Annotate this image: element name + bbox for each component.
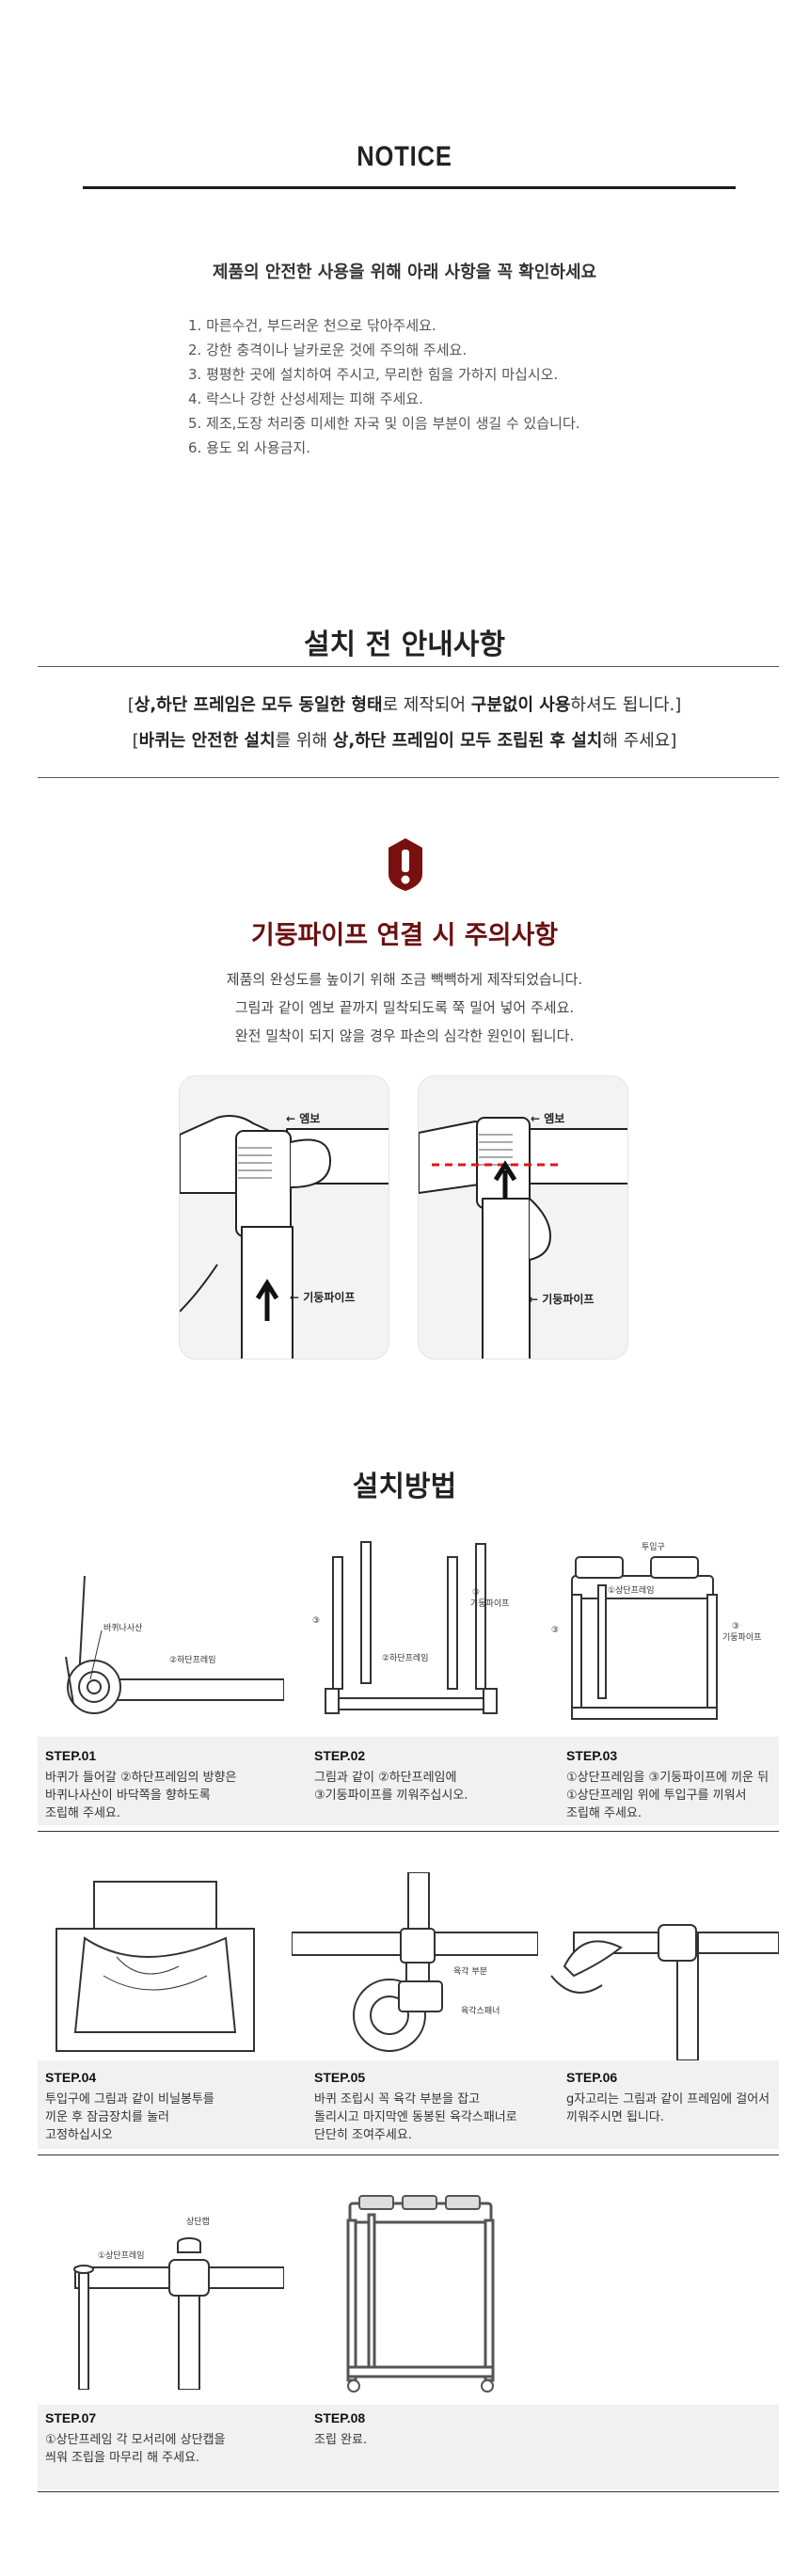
step-label: STEP.07	[45, 2410, 97, 2425]
notice-item: 1. 마른수건, 부드러운 천으로 닦아주세요.	[188, 317, 436, 334]
step-03-illustration: 투입구 ①상단프레임 ③ ③ 기둥파이프	[538, 1538, 779, 1736]
notice-item: 3. 평평한 곳에 설치하여 주시고, 무리한 힘을 가하지 마십시오.	[188, 366, 559, 383]
caution-line: 완전 밀착이 되지 않을 경우 파손의 심각한 원인이 됩니다.	[234, 1027, 575, 1044]
step-08-illustration	[335, 2192, 506, 2399]
caution-line: 그림과 같이 엠보 끝까지 밀착되도록 쭉 밀어 넣어 주세요.	[234, 999, 575, 1016]
step-label: STEP.02	[314, 1748, 366, 1763]
step-label: STEP.05	[314, 2070, 366, 2085]
svg-text:투입구: 투입구	[642, 1541, 665, 1552]
step-label: STEP.06	[566, 2070, 618, 2085]
step-row-3-rule	[38, 2491, 779, 2492]
embo-label-1: ← 엠보	[286, 1112, 321, 1125]
pipe-connection-photo-after	[418, 1075, 628, 1360]
step-row-3-bg	[38, 2405, 779, 2489]
step-04-illustration	[38, 1872, 284, 2060]
notice-title: NOTICE	[357, 141, 452, 172]
svg-text:③: ③	[472, 1588, 480, 1598]
step-06-illustration	[546, 1872, 779, 2060]
notice-list: 1. 마른수건, 부드러운 천으로 닦아주세요. 2. 강한 충격이나 날카로운…	[188, 313, 715, 460]
install-notice-bottom-rule	[38, 777, 779, 778]
embo-label-2: ← 엠보	[531, 1112, 565, 1125]
step-01-illustration: 바퀴나사산 ②하단프레임	[38, 1538, 284, 1736]
step-label: STEP.08	[314, 2410, 366, 2425]
svg-text:②하단프레임: ②하단프레임	[382, 1652, 428, 1663]
notice-item: 2. 강한 충격이나 날카로운 것에 주의해 주세요.	[188, 342, 468, 358]
step-05-illustration: 육각 부분 육각스패너	[292, 1872, 538, 2060]
notice-divider	[83, 186, 736, 189]
step-07-illustration: ①상단프레임 상단캡	[38, 2211, 284, 2390]
notice-item: 6. 용도 외 사용금지.	[188, 439, 310, 456]
install-notice-line-1: [상,하단 프레임은 모두 동일한 형태로 제작되어 구분없이 사용하셔도 됩니…	[127, 695, 682, 715]
svg-text:육각 부분: 육각 부분	[453, 1965, 487, 1977]
caution-line: 제품의 완성도를 높이기 위해 조금 빽빽하게 제작되었습니다.	[226, 971, 583, 988]
install-notice-top-rule	[38, 666, 779, 667]
svg-text:기둥파이프: 기둥파이프	[470, 1598, 509, 1609]
step-row-1-bg	[38, 1737, 779, 1825]
step-02-illustration: ③ ③ 기둥파이프 ②하단프레임	[292, 1538, 538, 1736]
svg-text:바퀴나사산: 바퀴나사산	[103, 1623, 142, 1633]
step-label: STEP.03	[566, 1748, 618, 1763]
caution-title: 기둥파이프 연결 시 주의사항	[250, 921, 559, 950]
notice-item: 4. 락스나 강한 산성세제는 피해 주세요.	[188, 390, 423, 407]
svg-text:③: ③	[551, 1626, 559, 1635]
svg-text:①상단프레임: ①상단프레임	[98, 2250, 144, 2261]
step-label: STEP.04	[45, 2070, 97, 2085]
step-row-2-bg	[38, 2060, 779, 2149]
svg-text:기둥파이프: 기둥파이프	[722, 1632, 761, 1643]
step-row-1-rule	[38, 1831, 779, 1832]
install-notice-title: 설치 전 안내사항	[303, 628, 506, 661]
svg-text:③: ③	[312, 1616, 320, 1626]
exclamation-badge-icon	[385, 836, 426, 893]
step-08: STEP.08 조립 완료.	[314, 2410, 549, 2449]
pipe-label-1: ← 기둥파이프	[290, 1291, 356, 1304]
svg-text:②하단프레임: ②하단프레임	[169, 1654, 215, 1665]
install-notice-line-2: [바퀴는 안전한 설치를 위해 상,하단 프레임이 모두 조립된 후 설치해 주…	[132, 731, 677, 751]
step-description: 조립 완료.	[314, 2433, 368, 2447]
svg-text:상단캡: 상단캡	[186, 2216, 210, 2227]
pipe-connection-photo-before	[179, 1075, 389, 1360]
step-label: STEP.01	[45, 1748, 97, 1763]
pipe-label-2: ← 기둥파이프	[529, 1293, 595, 1306]
svg-text:육각스패너: 육각스패너	[461, 2005, 500, 2016]
notice-heading: 제품의 안전한 사용을 위해 아래 사항을 꼭 확인하세요	[212, 262, 597, 282]
svg-text:①상단프레임: ①상단프레임	[608, 1584, 654, 1596]
install-method-title: 설치방법	[352, 1471, 457, 1503]
svg-text:③: ③	[732, 1622, 739, 1631]
notice-item: 5. 제조,도장 처리중 미세한 자국 및 이음 부분이 생길 수 있습니다.	[188, 415, 580, 432]
